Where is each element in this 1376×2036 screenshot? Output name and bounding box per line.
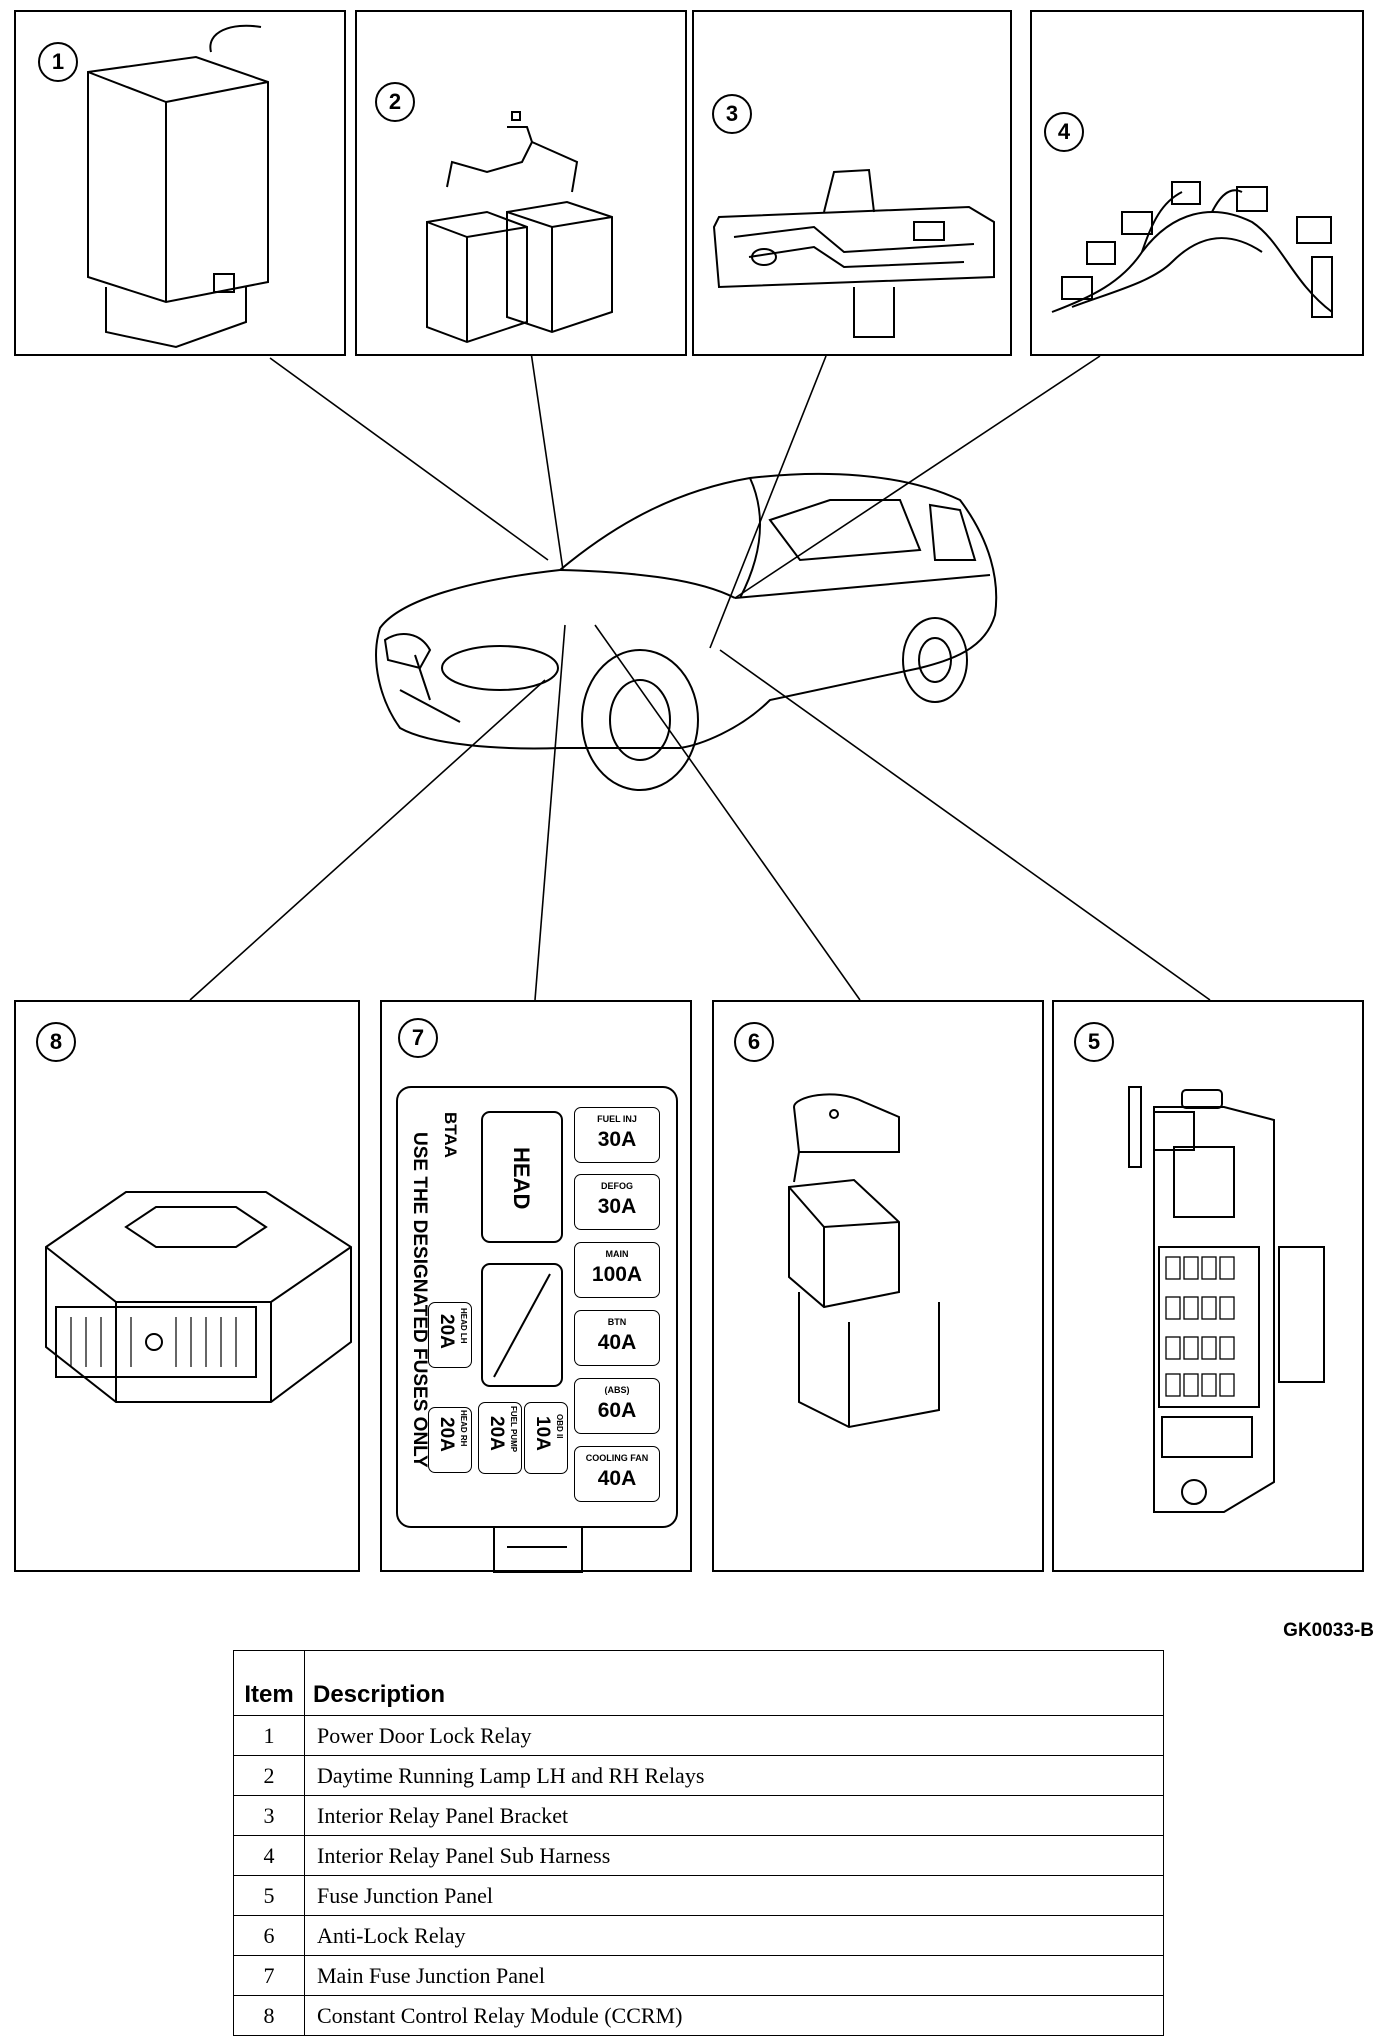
anti-lock-relay-drawing: [788, 1093, 940, 1429]
fuse-abs: (ABS) 60A: [574, 1378, 660, 1434]
fuse-obd-ii-name: OBD II: [555, 1414, 564, 1439]
row-description: Power Door Lock Relay: [304, 1715, 1164, 1756]
fuse-fuel-inj: FUEL INJ 30A: [574, 1107, 660, 1163]
fuse-defog: DEFOG 30A: [574, 1174, 660, 1230]
fuse-box-code: BTAA: [441, 1112, 460, 1158]
fuse-main: MAIN 100A: [574, 1242, 660, 1298]
row-description: Constant Control Relay Module (CCRM): [304, 1995, 1164, 2036]
panel-1: 1: [14, 10, 346, 356]
fuse-head-lh-rating: 20A: [436, 1314, 457, 1349]
ccrm-module-drawing: [45, 1191, 352, 1403]
row-description: Anti-Lock Relay: [304, 1915, 1164, 1956]
fuse-head-rh-name: HEAD RH: [459, 1410, 468, 1447]
row-item: 7: [233, 1955, 305, 1996]
fuse-obd-ii: [524, 1402, 568, 1474]
car-illustration: [375, 472, 998, 791]
sub-harness-drawing: [1051, 181, 1333, 318]
fuse-head-lh-name: HEAD LH: [459, 1308, 468, 1344]
header-item: Item: [233, 1650, 305, 1716]
callout-7: 7: [398, 1018, 438, 1058]
callout-5: 5: [1074, 1022, 1114, 1062]
row-description: Interior Relay Panel Sub Harness: [304, 1835, 1164, 1876]
row-description: Interior Relay Panel Bracket: [304, 1795, 1164, 1836]
callout-2: 2: [375, 82, 415, 122]
callout-4: 4: [1044, 112, 1084, 152]
fuse-cooling-fan: COOLING FAN 40A: [574, 1446, 660, 1502]
row-description: Daytime Running Lamp LH and RH Relays: [304, 1755, 1164, 1796]
row-description: Main Fuse Junction Panel: [304, 1955, 1164, 1996]
panel-7: 7 USE THE DESIGNATED FUSES ONLY BTAA HEA…: [380, 1000, 692, 1573]
figure-reference: GK0033-B: [1283, 1620, 1374, 1641]
row-description: Fuse Junction Panel: [304, 1875, 1164, 1916]
fuse-fuel-pump: [478, 1402, 522, 1474]
header-description: Description: [304, 1650, 1164, 1716]
fuse-fuel-pump-name: FUEL PUMP: [509, 1406, 518, 1453]
panel-4: 4: [1030, 10, 1364, 356]
panel-2: 2: [355, 10, 687, 356]
relay-panel-bracket-drawing: [712, 168, 995, 338]
panel-8: 8: [14, 1000, 360, 1572]
panel-5: 5: [1052, 1000, 1364, 1572]
panel-3: 3: [692, 10, 1012, 356]
head-label: HEAD: [509, 1147, 534, 1210]
fuse-box-notice: USE THE DESIGNATED FUSES ONLY: [409, 1132, 430, 1468]
fuse-box-outline: [396, 1086, 678, 1573]
row-item: 1: [233, 1715, 305, 1756]
fuse-head-rh-rating: 20A: [436, 1417, 457, 1452]
drl-relays-drawing: [426, 111, 613, 344]
row-item: 2: [233, 1755, 305, 1796]
fuse-fuel-pump-rating: 20A: [486, 1416, 507, 1451]
power-door-lock-relay-drawing: [87, 24, 269, 349]
fuse-head-rh: [428, 1407, 472, 1473]
row-item: 4: [233, 1835, 305, 1876]
row-item: 6: [233, 1915, 305, 1956]
fuse-junction-panel-drawing: [1128, 1086, 1325, 1513]
fuse-obd-ii-rating: 10A: [532, 1416, 553, 1451]
row-item: 3: [233, 1795, 305, 1836]
legend-header-row: Item Description: [233, 1650, 1164, 1716]
callout-6: 6: [734, 1022, 774, 1062]
callout-8: 8: [36, 1022, 76, 1062]
callout-1: 1: [38, 42, 78, 82]
fuse-head-lh: [428, 1302, 472, 1368]
panel-6: 6: [712, 1000, 1044, 1572]
callout-3: 3: [712, 94, 752, 134]
fuse-btn: BTN 40A: [574, 1310, 660, 1366]
row-item: 5: [233, 1875, 305, 1916]
